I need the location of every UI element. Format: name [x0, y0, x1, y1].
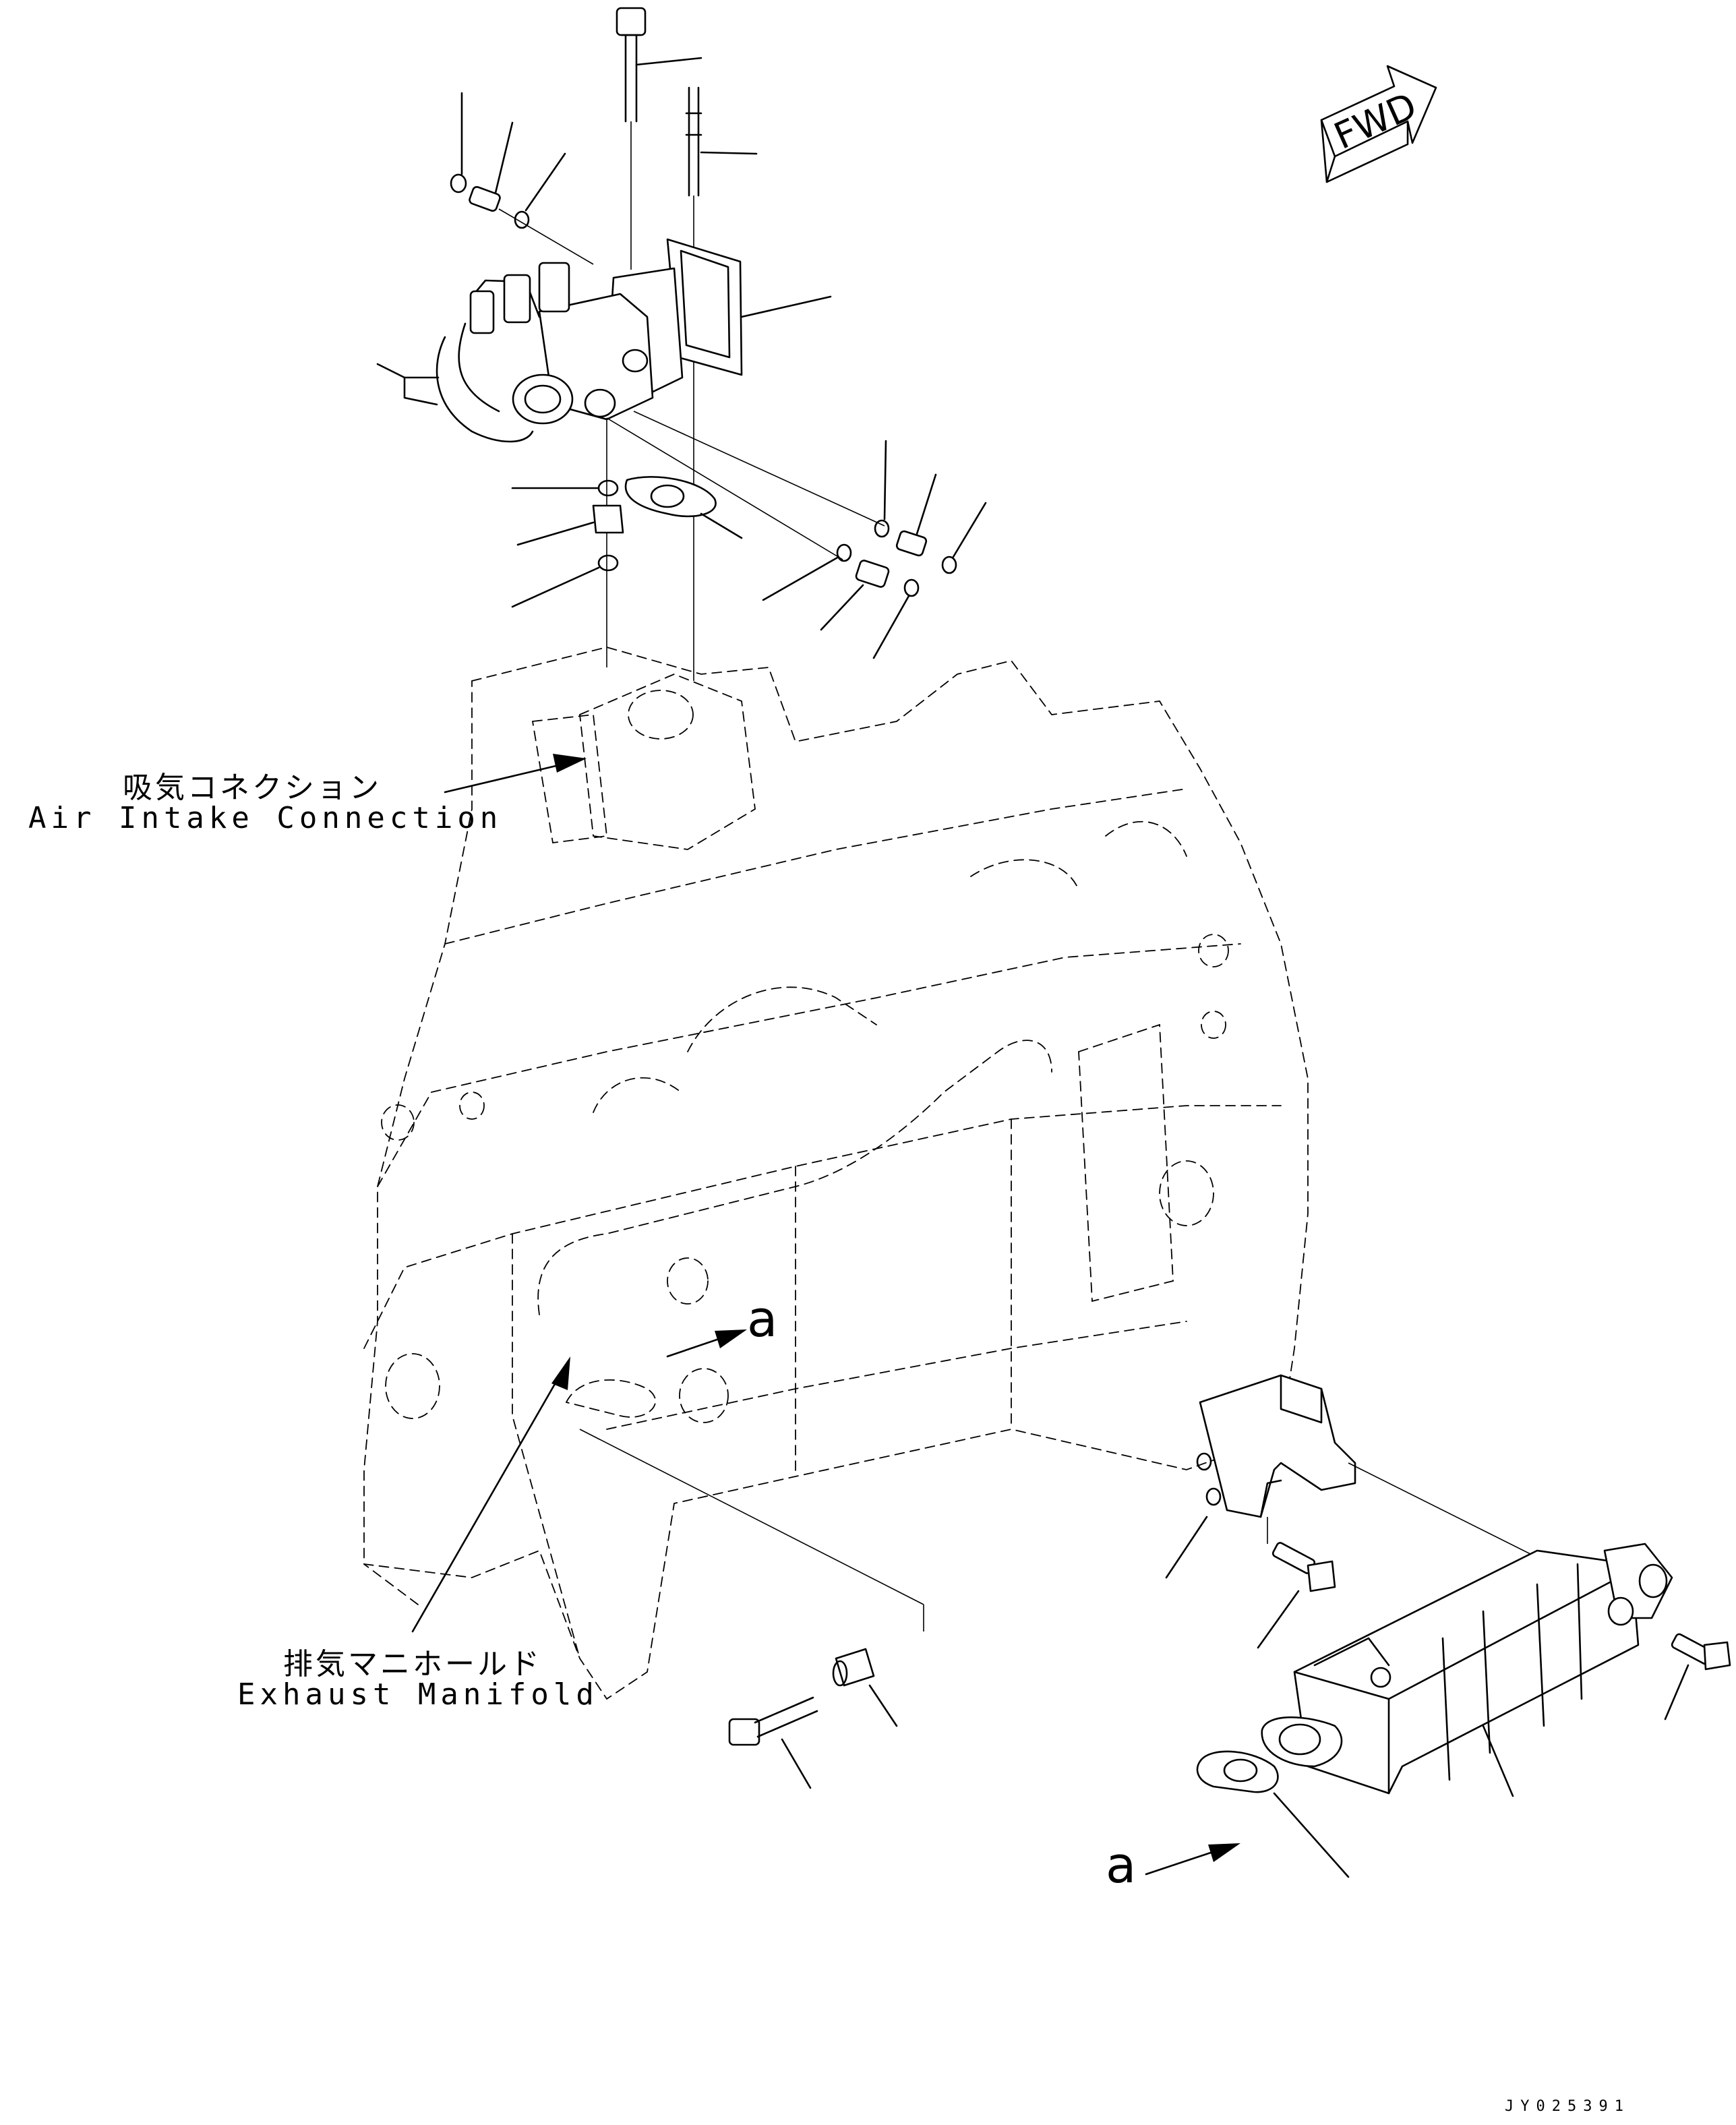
exhaust-manifold-label: Exhaust Manifold	[237, 1677, 599, 1712]
air-intake-connection-label: Air Intake Connection	[28, 801, 503, 835]
egr-cooler	[1261, 1543, 1731, 1797]
reference-mark-lower: a	[1106, 1836, 1137, 1894]
reference-mark-upper: a	[747, 1290, 778, 1348]
top-bolt	[616, 7, 702, 270]
pipe-bolt-spacer	[579, 1429, 924, 1789]
egr-valve-assembly	[376, 238, 885, 667]
engine-block-outline	[363, 647, 1309, 1700]
drawing-code: JY025391	[1505, 2098, 1630, 2115]
air-intake-connection-label-jp: 吸気コネクション	[123, 771, 382, 805]
fwd-direction-arrow: FWD	[1320, 65, 1437, 183]
egr-cooler-bracket	[1165, 1374, 1632, 1649]
top-stud	[685, 86, 758, 681]
upper-fittings	[450, 92, 594, 265]
lower-fittings	[511, 440, 987, 659]
annotation-arrows	[411, 754, 1240, 1876]
cooler-gasket	[1196, 1750, 1350, 1878]
exhaust-manifold-label-jp: 排気マニホールド	[283, 1647, 542, 1681]
